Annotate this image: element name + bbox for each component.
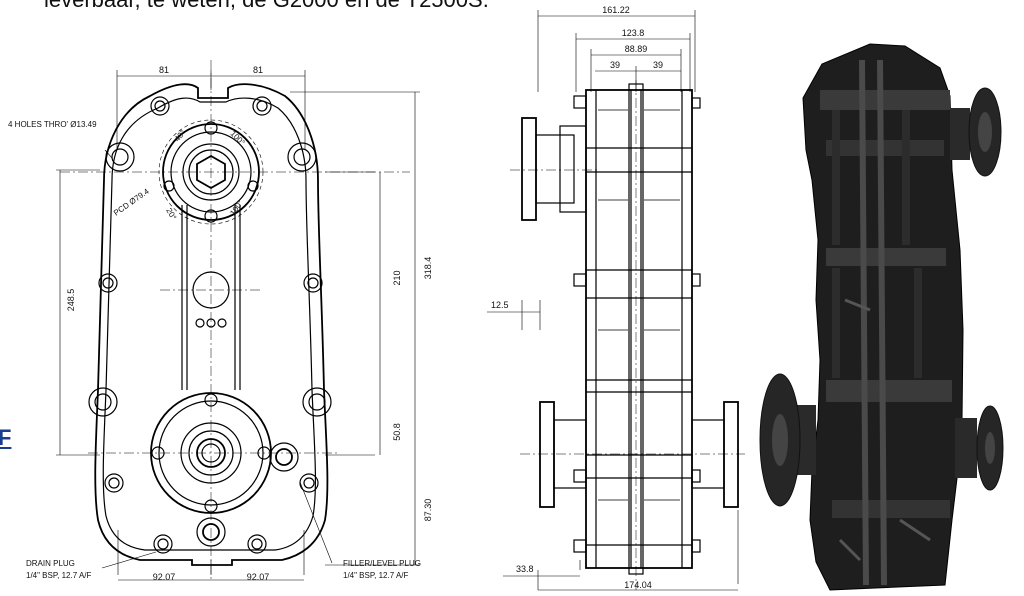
dim-bottom-right: 92.07 bbox=[247, 572, 270, 582]
side-dim-w4a: 39 bbox=[610, 60, 620, 70]
pcd-label: PCD Ø79.4 bbox=[112, 186, 151, 217]
front-dimensions bbox=[56, 70, 420, 581]
drain-plug-spec: 1/4" BSP, 12.7 A/F bbox=[26, 571, 92, 580]
front-housing-inner bbox=[102, 97, 317, 551]
side-body bbox=[585, 89, 693, 569]
holes-label: 4 HOLES THRO' Ø13.49 bbox=[8, 120, 97, 129]
side-view: 161.22 123.8 88.89 39 39 12.5 bbox=[487, 5, 745, 591]
front-center-web bbox=[181, 205, 241, 390]
filler-plug-spec: 1/4" BSP, 12.7 A/F bbox=[343, 571, 409, 580]
bolt-holes bbox=[88, 96, 332, 554]
filler-plug-label: FILLER/LEVEL PLUG bbox=[343, 559, 421, 568]
dim-bottom-left: 92.07 bbox=[153, 572, 176, 582]
side-dim-bottom-total: 174.04 bbox=[624, 580, 652, 590]
intro-text: leverbaar, te weten, de G2000 en de T250… bbox=[44, 0, 489, 13]
dim-shaft-offset: 50.8 bbox=[392, 423, 402, 441]
dim-top-right: 81 bbox=[253, 65, 263, 75]
front-housing-outline bbox=[94, 83, 329, 566]
dim-overall-height: 318.4 bbox=[423, 257, 433, 280]
drain-plug-label: DRAIN PLUG bbox=[26, 559, 75, 568]
side-dim-w1: 161.22 bbox=[602, 5, 630, 15]
side-top-flange bbox=[521, 117, 537, 221]
side-dim-w2: 123.8 bbox=[622, 28, 645, 38]
front-view: 81 81 92.07 92.07 248.5 210 318.4 50.8 8… bbox=[8, 60, 433, 582]
gearbox-photo bbox=[759, 43, 1004, 591]
dim-left-height: 248.5 bbox=[66, 289, 76, 312]
side-dim-flange: 12.5 bbox=[491, 300, 509, 310]
dim-bottom-height: 87.30 bbox=[423, 499, 433, 522]
arc-label-3: 20° bbox=[164, 207, 178, 222]
stray-mark: F bbox=[0, 425, 12, 450]
filler-plug bbox=[269, 442, 299, 472]
side-bottom-right-flange bbox=[723, 401, 739, 508]
side-dim-w4b: 39 bbox=[653, 60, 663, 70]
side-dim-w3: 88.89 bbox=[625, 44, 648, 54]
dim-top-left: 81 bbox=[159, 65, 169, 75]
side-bottom-left-flange bbox=[539, 401, 555, 508]
side-dim-bottom-small: 33.8 bbox=[516, 564, 534, 574]
dim-center-height: 210 bbox=[392, 270, 402, 285]
